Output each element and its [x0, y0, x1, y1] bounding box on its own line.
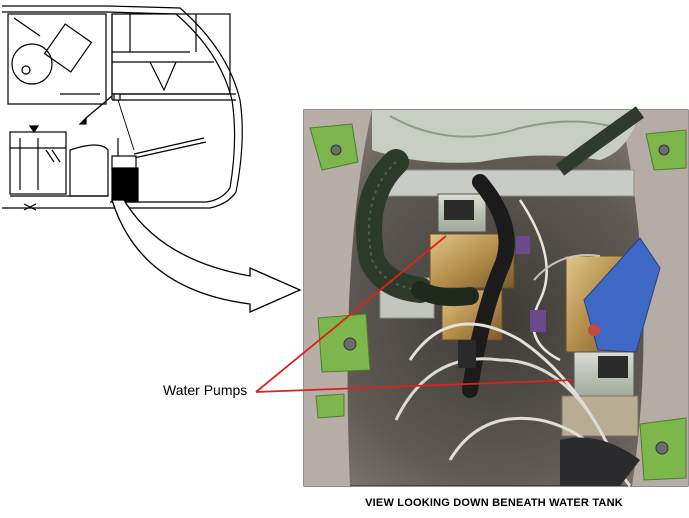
lavatory-drain-icon [21, 65, 31, 75]
water-pumps-label: Water Pumps [163, 382, 248, 398]
bracket-bottom-left [315, 393, 345, 419]
tow-bar [133, 137, 205, 155]
cabinet-lower-left [9, 131, 67, 195]
lavatory-sink-icon [11, 43, 53, 85]
figure-caption: VIEW LOOKING DOWN BENEATH WATER TANK [365, 497, 623, 509]
fuselage-outline [2, 5, 243, 209]
callout-line-upper-pump [255, 235, 447, 393]
callout-leader-lines [255, 235, 575, 393]
blue-insulation-panel [583, 237, 661, 353]
curved-arrow-icon [111, 199, 302, 313]
equipment-photo [303, 106, 689, 487]
insulation-blanket [372, 110, 640, 163]
aircraft-floor-plan [2, 5, 243, 211]
lavatory [7, 13, 107, 105]
fuselage-inner-outline [2, 11, 236, 203]
callout-line-lower-pump [255, 379, 575, 393]
locator-block-icon [111, 167, 139, 203]
